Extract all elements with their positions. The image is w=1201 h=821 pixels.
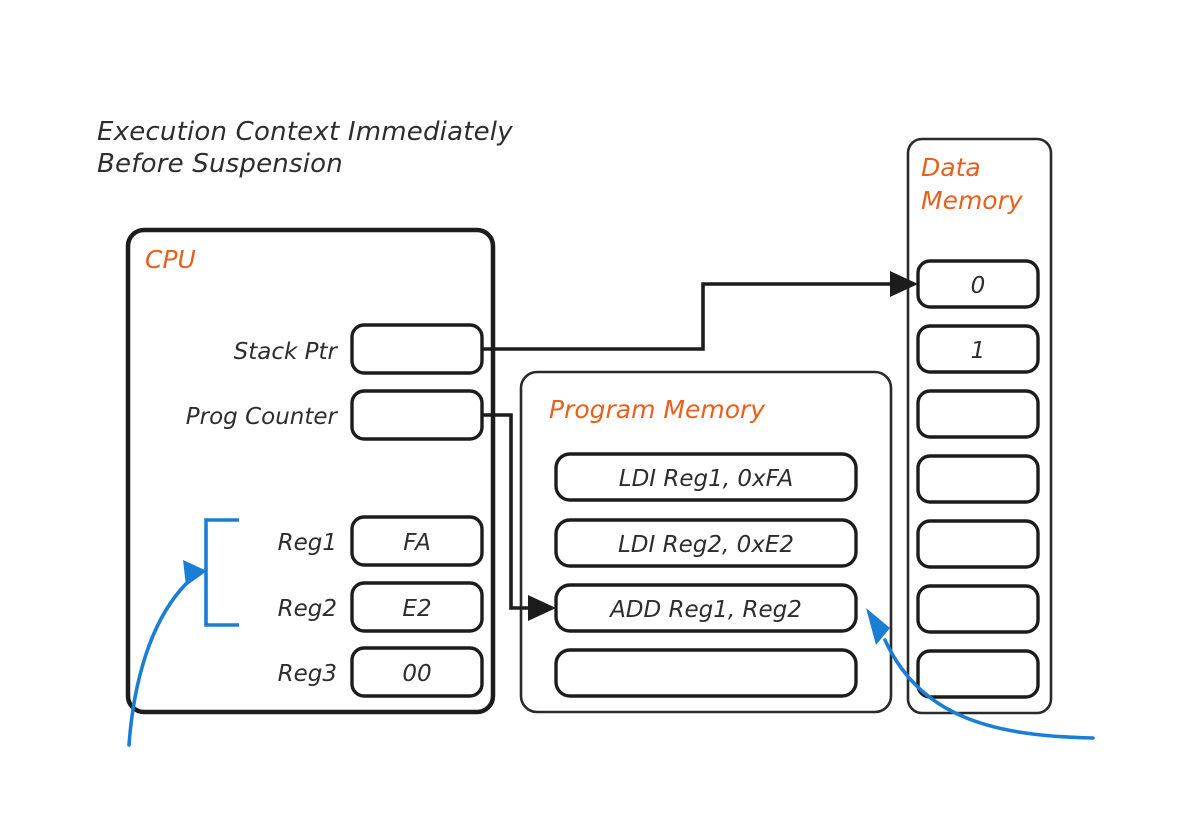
annotation-blue-arrow-add-instruction — [866, 608, 1095, 740]
program-memory-slot-2-text: ADD Reg1, Reg2 — [608, 597, 802, 623]
cpu-panel: CPU Stack Ptr Prog Counter Reg1 FA Reg2 … — [125, 227, 496, 715]
program-memory-slot-0-text: LDI Reg1, 0xFA — [619, 466, 793, 492]
program-memory-panel: Program Memory LDI Reg1, 0xFA LDI Reg2, … — [519, 370, 893, 714]
blue-arrowhead-add-instruction-icon — [866, 608, 890, 645]
reg1-label: Reg1 — [278, 530, 337, 556]
prog-counter-arrowhead-icon — [528, 595, 556, 621]
data-memory-slot-4[interactable] — [916, 519, 1040, 569]
data-memory-slot-1-text: 1 — [971, 338, 986, 364]
reg2-value-box[interactable] — [350, 581, 484, 633]
blue-arrowhead-registers-icon — [183, 560, 207, 586]
program-memory-label: Program Memory — [549, 395, 766, 424]
register-group-bracket-icon — [204, 518, 239, 627]
data-memory-panel: Data Memory 0 1 — [906, 137, 1053, 715]
program-memory-slot-3[interactable] — [554, 648, 858, 698]
program-memory-slot-1-text: LDI Reg2, 0xE2 — [618, 532, 794, 558]
cpu-box — [125, 227, 496, 715]
diagram-title-line2: Before Suspension — [97, 149, 343, 179]
data-memory-label-line2: Memory — [921, 186, 1024, 215]
data-memory-slot-3[interactable] — [916, 454, 1040, 504]
connector-prog-counter-to-add-instruction — [482, 413, 556, 621]
program-memory-slot-1[interactable] — [554, 518, 858, 568]
annotation-blue-arrow-registers — [127, 560, 207, 747]
stack-ptr-arrowhead-icon — [890, 271, 918, 297]
reg2-label: Reg2 — [278, 596, 337, 622]
prog-counter-label: Prog Counter — [186, 404, 339, 430]
prog-counter-value-box[interactable] — [350, 389, 484, 441]
connector-stack-ptr-to-data-memory — [482, 271, 918, 351]
cpu-label: CPU — [145, 245, 196, 274]
reg1-value-box[interactable] — [350, 515, 484, 567]
data-memory-slot-1[interactable] — [916, 324, 1040, 374]
diagram-title-line1: Execution Context Immediately — [97, 117, 513, 147]
reg3-value-box[interactable] — [350, 646, 484, 698]
reg1-value: FA — [403, 530, 431, 556]
program-memory-slot-0[interactable] — [554, 452, 858, 502]
data-memory-slot-0-text: 0 — [971, 273, 986, 299]
data-memory-label-line1: Data — [921, 153, 981, 182]
stack-ptr-value-box[interactable] — [350, 323, 484, 375]
reg2-value: E2 — [402, 596, 431, 622]
data-memory-slot-6[interactable] — [916, 649, 1040, 699]
stack-ptr-label: Stack Ptr — [234, 339, 339, 365]
data-memory-slot-5[interactable] — [916, 584, 1040, 634]
data-memory-slot-2[interactable] — [916, 389, 1040, 439]
reg3-label: Reg3 — [278, 661, 337, 687]
reg3-value: 00 — [402, 661, 431, 687]
